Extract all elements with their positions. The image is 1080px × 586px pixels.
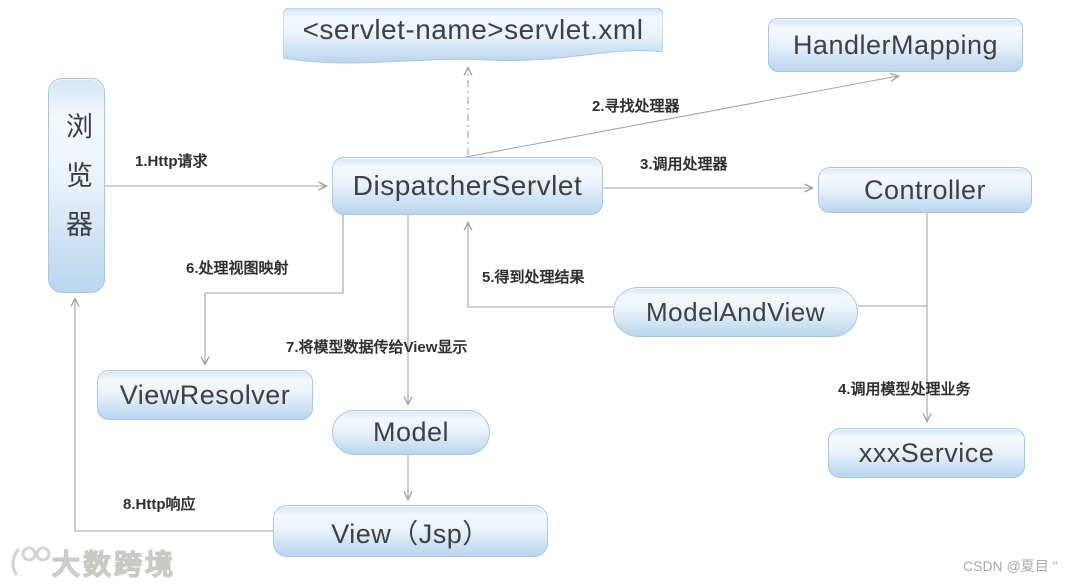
- node-view-jsp-label: View（Jsp）: [331, 518, 490, 549]
- node-view-resolver-label: ViewResolver: [119, 379, 291, 410]
- node-browser: 浏览器: [48, 78, 105, 293]
- edge-label-3-invoke-handler: 3.调用处理器: [640, 156, 728, 173]
- edge-label-7-model-data: 7.将模型数据传给View显示: [286, 339, 468, 356]
- node-dispatcher-servlet-label: DispatcherServlet: [352, 170, 583, 201]
- node-model: Model: [332, 410, 490, 455]
- node-handler-mapping: HandlerMapping: [768, 18, 1023, 72]
- node-servlet-xml-label: <servlet-name>servlet.xml: [302, 14, 644, 45]
- node-view-resolver: ViewResolver: [97, 370, 313, 420]
- edge-label-8-http-response: 8.Http响应: [123, 496, 196, 513]
- node-controller-label: Controller: [863, 174, 987, 205]
- node-model-and-view-label: ModelAndView: [646, 296, 825, 327]
- edge-label-4-invoke-service: 4.调用模型处理业务: [838, 381, 971, 398]
- edge-label-6-view-mapping: 6.处理视图映射: [186, 260, 289, 277]
- node-servlet-xml: <servlet-name>servlet.xml: [282, 7, 664, 70]
- node-xxx-service: xxxService: [828, 428, 1025, 478]
- edge-5-result-line: [463, 221, 613, 308]
- node-handler-mapping-label: HandlerMapping: [792, 29, 999, 60]
- node-controller: Controller: [818, 167, 1032, 213]
- edge-label-1-http-request: 1.Http请求: [135, 153, 208, 170]
- edge-label-2-find-handler: 2.寻找处理器: [592, 98, 680, 115]
- watermark-logo-icon: [11, 546, 51, 576]
- watermark-csdn: CSDN @夏目 ": [963, 558, 1058, 574]
- document-shape: [282, 7, 664, 64]
- node-model-label: Model: [372, 417, 450, 447]
- edge-label-5-get-result: 5.得到处理结果: [482, 269, 585, 286]
- node-view-jsp: View（Jsp）: [273, 505, 548, 557]
- node-browser-label: 浏览器: [62, 112, 92, 259]
- node-model-and-view: ModelAndView: [613, 287, 858, 337]
- node-dispatcher-servlet: DispatcherServlet: [332, 157, 603, 215]
- watermark-bottom-left: 大数跨境: [51, 549, 177, 581]
- edge-2-find-handler-line: [465, 72, 900, 158]
- node-xxx-service-label: xxxService: [858, 437, 995, 468]
